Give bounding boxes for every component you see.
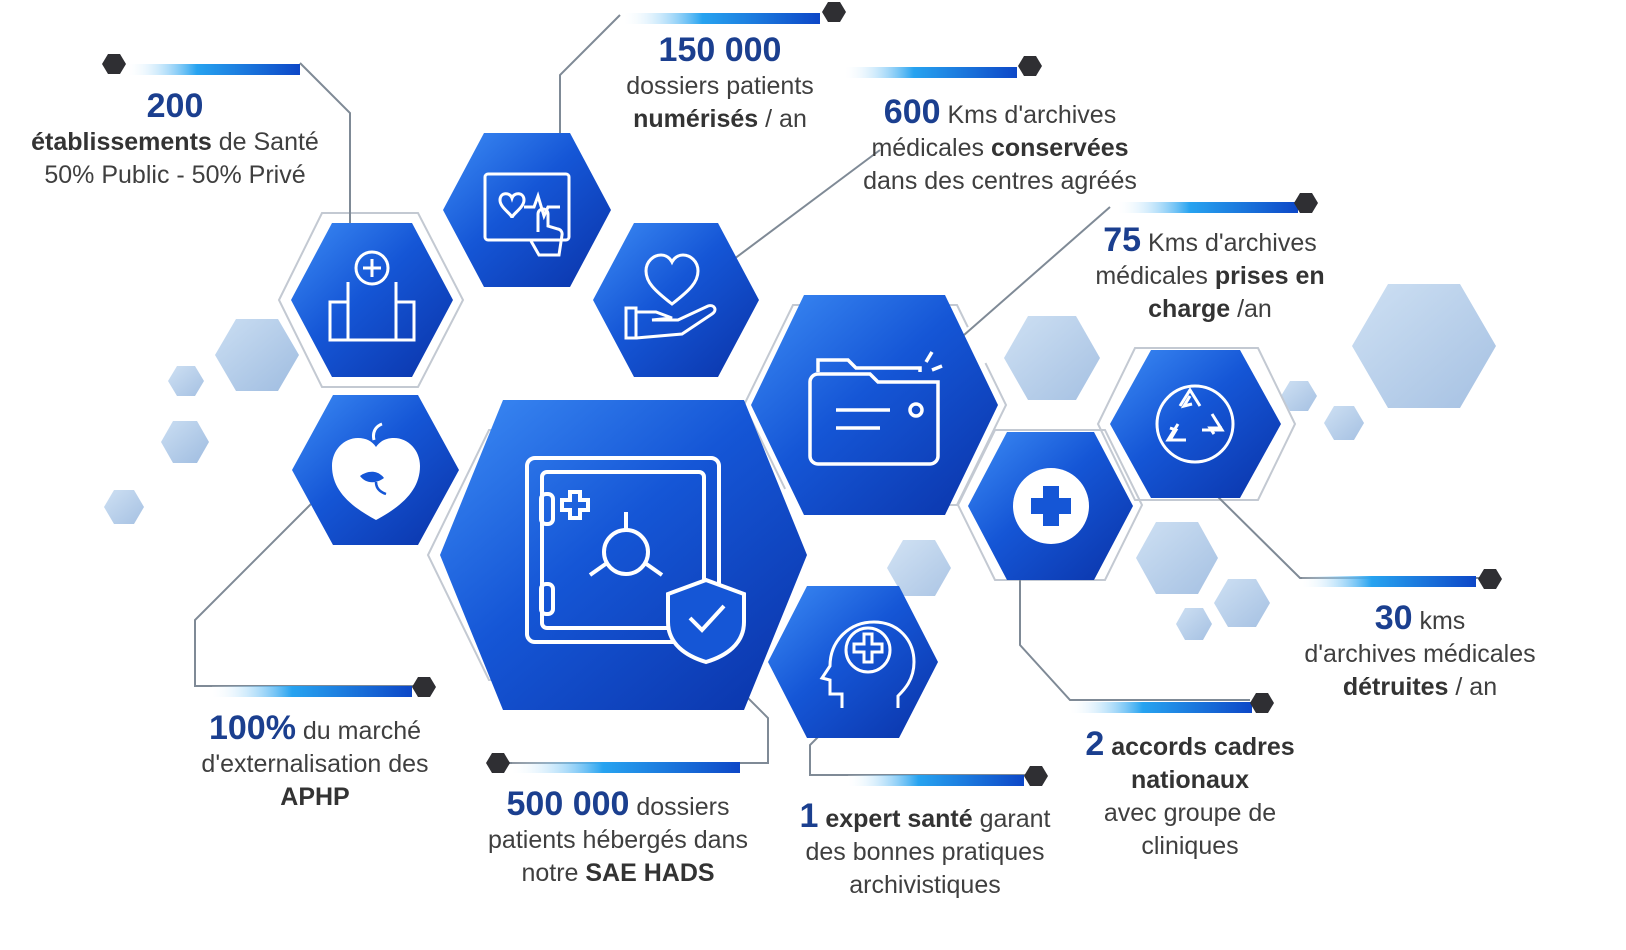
stat-highlight: conservées [990, 134, 1129, 162]
stat-highlight: expert santé [818, 805, 973, 833]
stat-number: 100% [208, 709, 296, 747]
stat-highlight: détruites [1342, 673, 1449, 701]
heart-hand-icon [624, 253, 717, 340]
safe-shield-icon [525, 456, 746, 665]
stat-highlight: SAE HADS [585, 859, 715, 887]
stat-text: avec groupe de [1103, 799, 1277, 827]
stat-text: /an [1230, 295, 1272, 323]
hospital-icon [328, 250, 416, 342]
stat-text: notre [521, 859, 586, 887]
stat-highlight: accords cadres [1104, 733, 1295, 761]
stat-text: des bonnes pratiques [805, 838, 1045, 866]
stat-text: dossiers [629, 793, 730, 821]
stat-text: d'externalisation des [201, 750, 429, 778]
hex-heart-hand [593, 223, 759, 377]
stat-number: 200 [146, 87, 204, 125]
stat-archives-detruites: 30 kms d'archives médicales détruites / … [1270, 599, 1570, 704]
stat-number: 150 000 [658, 31, 782, 69]
decor-hexagons [104, 284, 1496, 640]
stat-highlight: établissements [31, 128, 212, 156]
stat-etablissements: 200 établissements de Santé 50% Public -… [10, 87, 340, 192]
stat-highlight: prises en [1214, 262, 1325, 290]
touch-monitor-icon [483, 172, 571, 257]
folder-icon [808, 351, 943, 466]
end-cap-hexagons [102, 2, 1502, 786]
stat-highlight: APHP [280, 783, 350, 811]
stat-text: d'archives médicales [1304, 640, 1536, 668]
stat-text: Kms d'archives [1141, 229, 1317, 257]
stat-marche-aphp: 100% du marché d'externalisation des APH… [170, 709, 460, 814]
medical-cross-icon [1013, 468, 1089, 544]
stat-dossiers-numerises: 150 000 dossiers patients numérisés / an [600, 31, 840, 136]
stat-text: du marché [295, 717, 422, 745]
hex-medical-cross [968, 432, 1133, 580]
stat-number: 500 000 [506, 785, 630, 823]
hex-safe [440, 400, 807, 710]
hex-hospital [291, 223, 453, 377]
stat-highlight: numérisés [633, 105, 759, 133]
stat-text: archivistiques [849, 871, 1001, 899]
stat-text: patients hébergés dans [488, 826, 748, 854]
stat-text: cliniques [1141, 832, 1239, 860]
stat-accords-cadres: 2 accords cadres nationaux avec groupe d… [1050, 725, 1330, 863]
stat-text: médicales [871, 134, 991, 162]
stat-text: / an [1448, 673, 1498, 701]
stat-number: 30 [1374, 599, 1413, 637]
stat-number: 2 [1085, 725, 1105, 763]
stat-text: Kms d'archives [940, 101, 1117, 129]
stat-archives-prises: 75 Kms d'archives médicales prises en ch… [1070, 221, 1350, 326]
stat-text: garant [972, 805, 1051, 833]
stat-text: dans des centres agréés [863, 167, 1137, 195]
stat-expert-sante: 1 expert santé garant des bonnes pratiqu… [770, 797, 1080, 902]
stat-text: 50% Public - 50% Privé [44, 161, 306, 189]
stat-text: dossiers patients [626, 72, 814, 100]
hex-folder [751, 295, 998, 515]
hex-heart-leaf [292, 395, 459, 545]
stat-text: de Santé [211, 128, 319, 156]
recycle-icon [1155, 384, 1235, 464]
heart-leaf-icon [332, 422, 420, 520]
stat-number: 75 [1103, 221, 1142, 259]
hex-recycle [1110, 350, 1281, 498]
head-medical-icon [819, 620, 916, 708]
stat-text: kms [1412, 607, 1466, 635]
stat-archives-conservees: 600 Kms d'archives médicales conservées … [840, 93, 1160, 198]
stat-text: médicales [1095, 262, 1215, 290]
stat-dossiers-heberges: 500 000 dossiers patients hébergés dans … [458, 785, 778, 890]
hex-monitor [443, 133, 611, 287]
stat-highlight: nationaux [1130, 766, 1250, 794]
hex-head [768, 586, 938, 738]
stat-number: 1 [799, 797, 819, 835]
stat-highlight: charge [1148, 295, 1231, 323]
label-bars [128, 13, 1476, 786]
stat-text: / an [758, 105, 807, 133]
stat-number: 600 [883, 93, 941, 131]
